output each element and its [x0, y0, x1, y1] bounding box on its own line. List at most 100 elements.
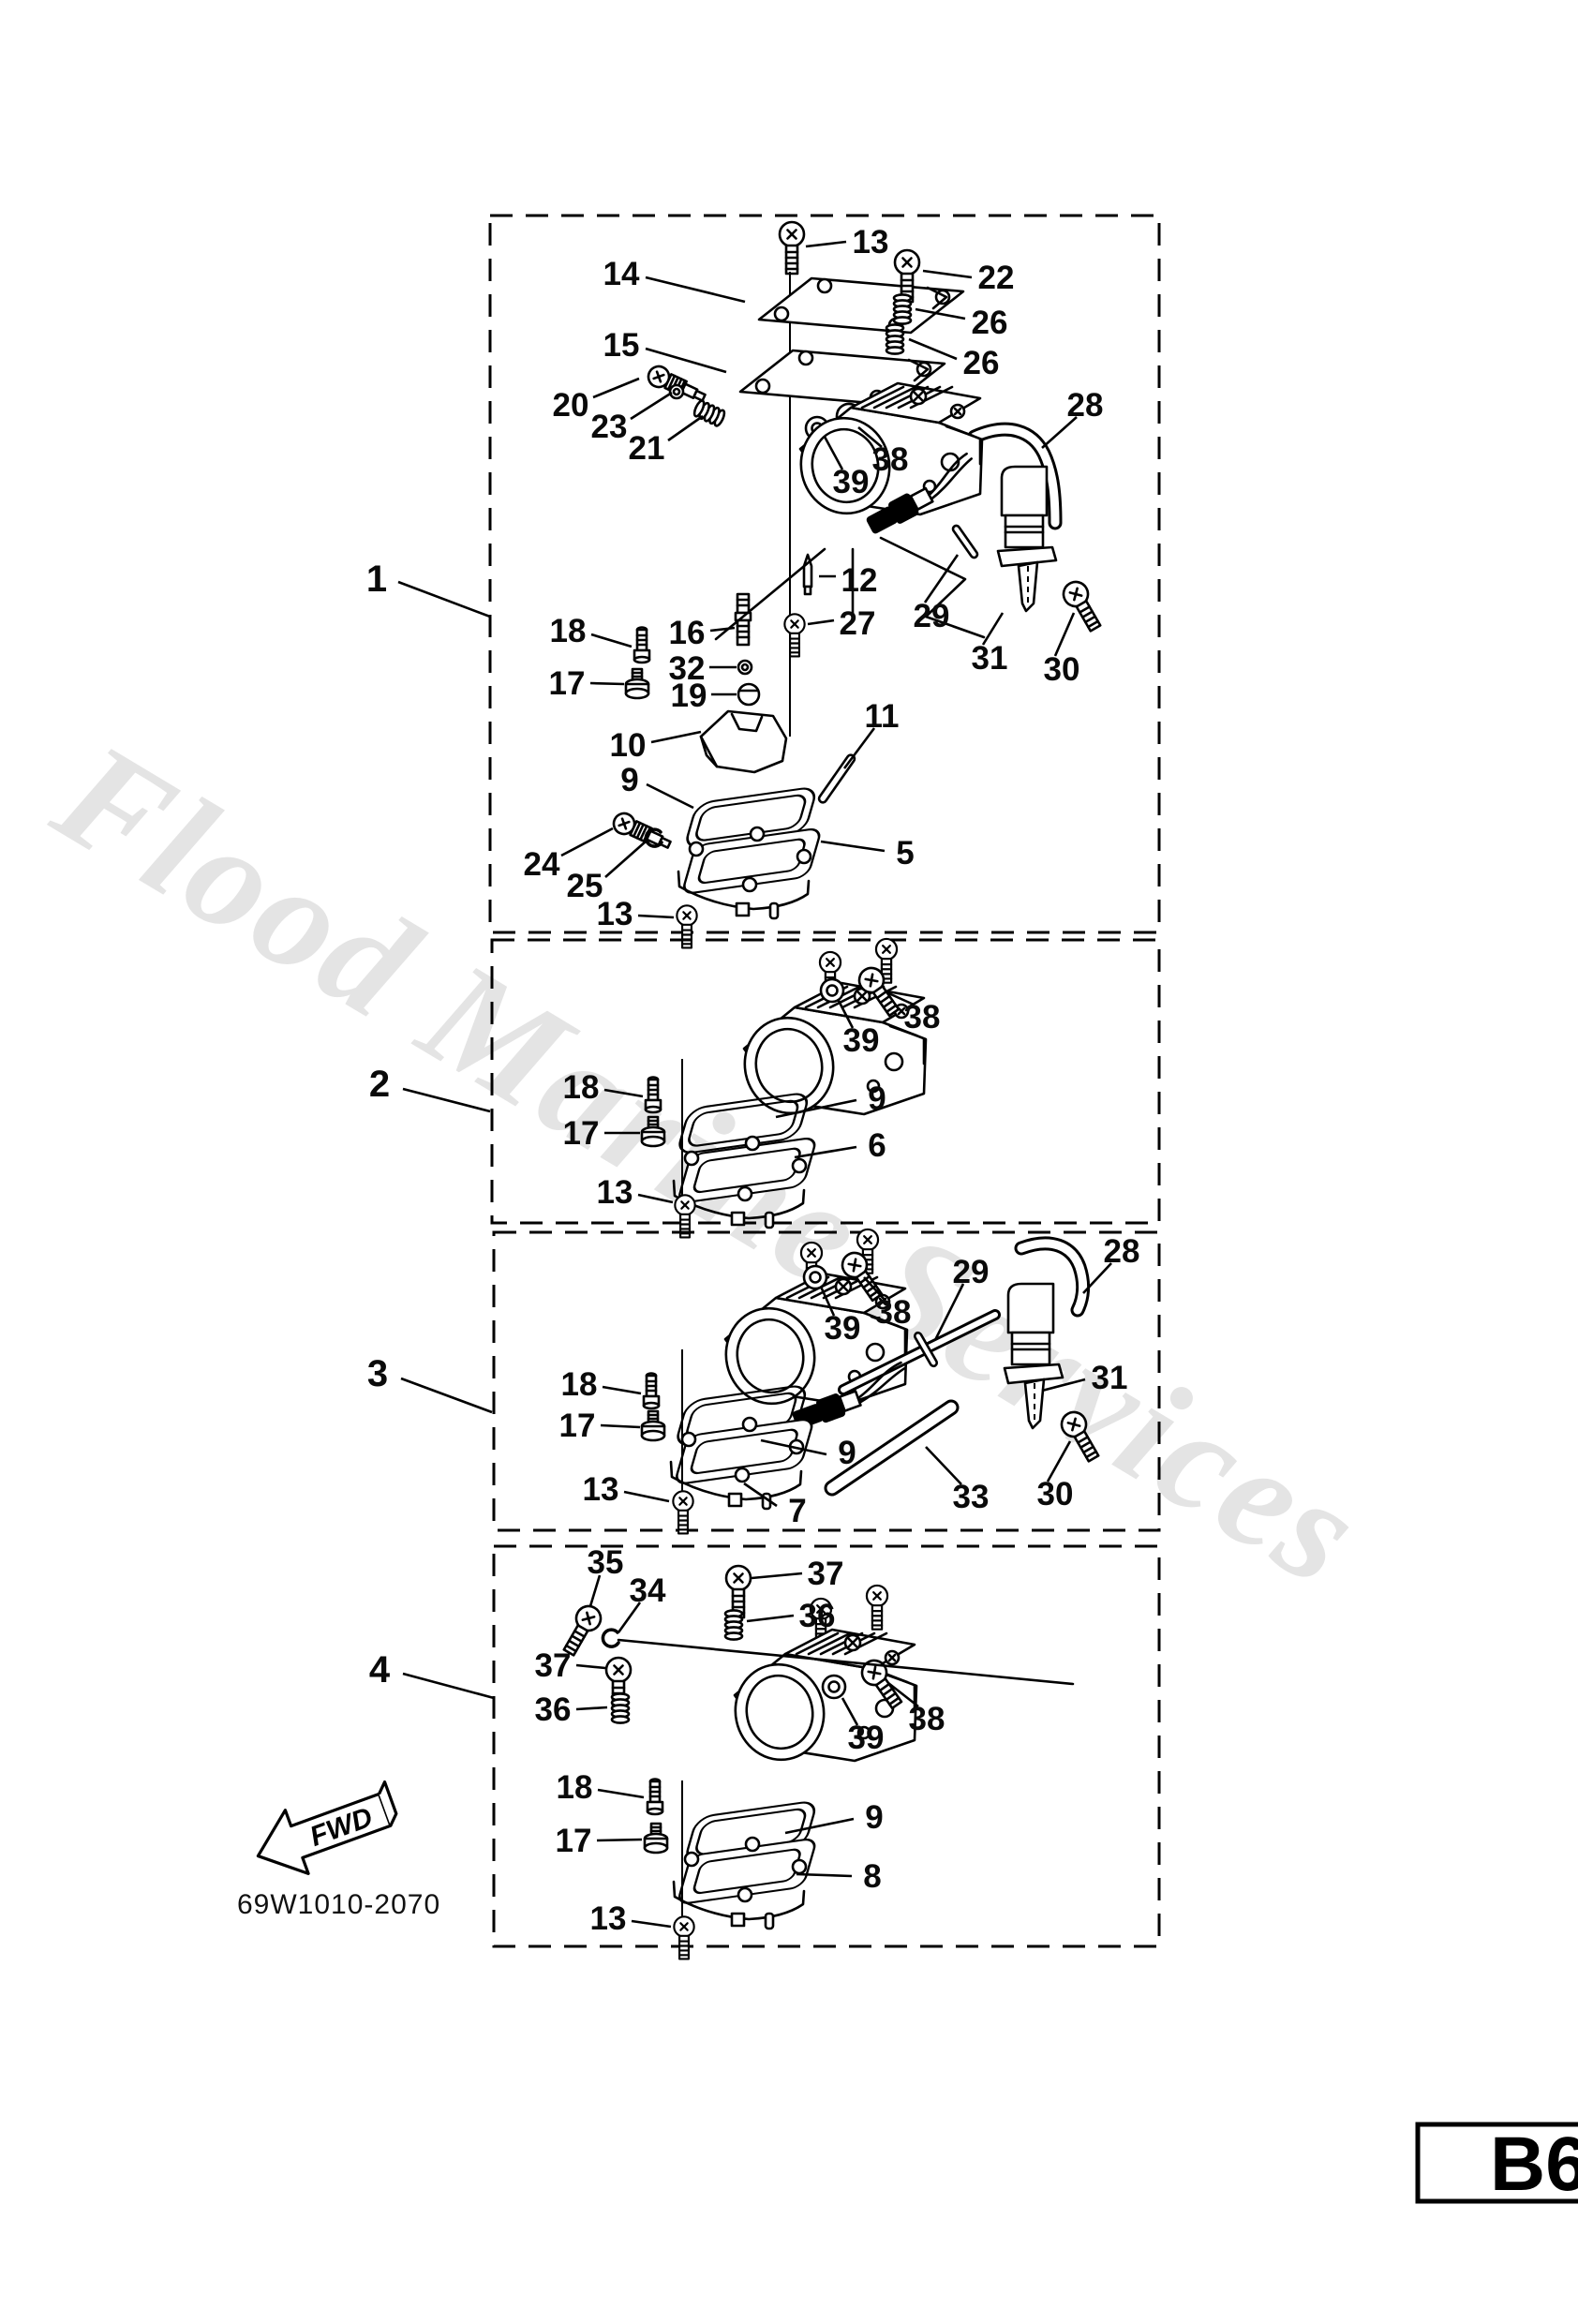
part-solenoid-icon	[996, 465, 1058, 613]
leader-line	[575, 1706, 608, 1711]
callout-label: 17	[556, 1823, 592, 1859]
callout-label: 31	[972, 640, 1008, 677]
part-sensor-icon	[866, 452, 973, 534]
part-screw-icon	[778, 220, 806, 276]
part-pin29-icon	[951, 524, 979, 559]
leader-line	[842, 727, 876, 769]
group-leader-line	[402, 1672, 495, 1700]
leader-line	[908, 337, 958, 361]
callout-label: 13	[597, 896, 633, 932]
leader-line	[560, 827, 614, 857]
leader-line	[597, 1788, 645, 1799]
leader-line	[819, 1286, 836, 1317]
callout-label: 13	[597, 1174, 633, 1211]
leader-line	[592, 377, 640, 399]
leader-line	[863, 1276, 886, 1301]
leader-line	[841, 1697, 859, 1726]
part-zig-icon	[714, 547, 826, 641]
group-box-3	[492, 1230, 1161, 1532]
callout-label: 37	[535, 1647, 572, 1684]
callout-label: 15	[603, 327, 640, 364]
leader-line	[645, 276, 746, 304]
part-plugscrew-icon	[640, 1115, 666, 1148]
callout-label: 9	[620, 762, 638, 798]
part-jet-icon	[642, 1372, 661, 1410]
callout-label: 17	[563, 1115, 600, 1152]
callout-label: 6	[868, 1127, 886, 1164]
callout-label: 9	[865, 1799, 883, 1836]
callout-label: 11	[865, 698, 900, 735]
part-spring-icon	[610, 1692, 631, 1724]
page-ref: B6	[1415, 2122, 1578, 2207]
callout-label: 38	[872, 441, 909, 478]
leader-line	[650, 730, 702, 744]
callout-label: 13	[853, 224, 889, 261]
leader-line	[602, 1385, 642, 1395]
leader-line	[631, 1919, 672, 1929]
leader-line	[796, 1872, 853, 1878]
group-box-4	[492, 1544, 1161, 1948]
callout-label: 18	[550, 613, 587, 649]
callout-label: 38	[875, 1294, 912, 1331]
leader-line	[933, 1283, 965, 1341]
callout-label: 10	[610, 727, 647, 764]
part-chamber-icon	[672, 1135, 816, 1229]
part-screwS-icon	[674, 1194, 696, 1239]
leader-line	[645, 347, 727, 374]
leader-line	[1082, 1262, 1112, 1294]
callout-label: 37	[808, 1556, 844, 1592]
callout-label: 30	[1044, 651, 1080, 688]
part-hose-icon	[1014, 1236, 1091, 1318]
callout-label: 26	[963, 345, 1000, 381]
leader-line	[807, 618, 835, 626]
leader-line	[923, 554, 960, 603]
part-screwS-icon	[783, 613, 806, 658]
part-washer-icon	[802, 1264, 828, 1290]
callout-label: 23	[591, 409, 628, 445]
callout-label: 18	[561, 1366, 598, 1403]
footer: 69W1010-2070 B6	[237, 1889, 1578, 2207]
group-number-label: 3	[367, 1353, 388, 1394]
part-float-icon	[699, 709, 788, 774]
callout-label: 38	[909, 1701, 945, 1737]
part-spring-icon	[723, 1609, 744, 1641]
leader-line	[823, 436, 844, 470]
callout-label: 13	[590, 1900, 627, 1937]
part-sensor-icon	[792, 1361, 907, 1429]
leader-line	[630, 391, 673, 421]
leader-line	[836, 998, 855, 1029]
callout-label: 18	[557, 1769, 593, 1806]
group-leader-line	[397, 580, 491, 618]
callout-label: 39	[843, 1022, 880, 1059]
part-zig-icon	[617, 1638, 1075, 1686]
leader-line	[637, 914, 675, 919]
part-oring_s-icon	[737, 659, 753, 676]
leader-line	[981, 612, 1005, 646]
callout-label: 5	[896, 835, 914, 872]
leader-line	[646, 782, 694, 810]
callout-label: 7	[788, 1493, 806, 1529]
part-screwS-icon	[673, 1915, 695, 1960]
part-clip-icon	[601, 1628, 620, 1648]
callout-label: 31	[1092, 1360, 1128, 1396]
part-plugscrew-icon	[624, 667, 650, 700]
leader-line	[600, 1423, 641, 1429]
group-box-1	[488, 214, 1161, 934]
callout-label: 39	[825, 1310, 861, 1347]
leader-line	[805, 240, 847, 248]
leader-line	[590, 633, 633, 648]
page-ref-label: B6	[1490, 2122, 1578, 2207]
leader-line	[667, 414, 704, 442]
callout-label: 13	[583, 1471, 619, 1508]
callout-label: 32	[669, 650, 706, 687]
callout-label: 18	[563, 1069, 600, 1106]
part-jet-icon	[644, 1076, 662, 1114]
part-spring-icon	[892, 293, 913, 325]
leader-line	[604, 841, 647, 878]
callout-label: 39	[833, 464, 870, 500]
callout-label: 12	[841, 562, 878, 599]
